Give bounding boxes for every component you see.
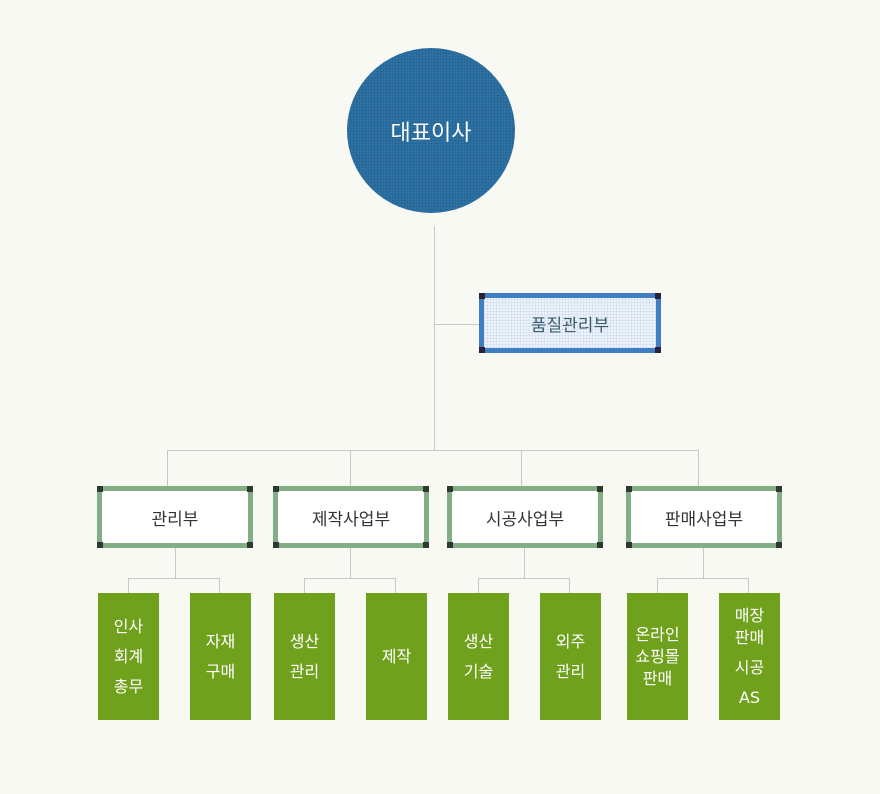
corner-marker: [97, 486, 103, 492]
team-line: 판매: [642, 668, 673, 688]
corner-marker: [776, 542, 782, 548]
department-label: 시공사업부: [485, 509, 565, 530]
team-line: 생산: [463, 631, 494, 651]
corner-marker: [479, 293, 485, 299]
team-box: 인사 회계 총무: [98, 593, 159, 720]
department-sales-business: 판매사업부: [626, 486, 782, 548]
ceo-node: 대표이사: [347, 48, 515, 213]
team-box: 제작: [366, 593, 427, 720]
department-label: 제작사업부: [311, 509, 391, 530]
team-line: 관리: [555, 661, 586, 681]
corner-marker: [655, 293, 661, 299]
corner-marker: [626, 486, 632, 492]
department-production-business: 제작사업부: [273, 486, 429, 548]
quality-management-label: 품질관리부: [530, 315, 610, 336]
corner-marker: [597, 542, 603, 548]
corner-marker: [479, 347, 485, 353]
team-line: 외주: [555, 631, 586, 651]
corner-marker: [247, 542, 253, 548]
department-admin: 관리부: [97, 486, 253, 548]
team-line: 총무: [113, 676, 144, 696]
team-line: 회계: [113, 646, 144, 666]
corner-marker: [273, 486, 279, 492]
corner-marker: [447, 542, 453, 548]
team-line: 온라인: [635, 624, 680, 644]
corner-marker: [423, 542, 429, 548]
team-line: 쇼핑몰: [635, 646, 680, 666]
team-box: 온라인 쇼핑몰 판매: [627, 593, 688, 720]
team-box: 자재 구매: [190, 593, 251, 720]
corner-marker: [776, 486, 782, 492]
team-box: 생산 기술: [448, 593, 509, 720]
team-line: 제작: [381, 646, 412, 666]
corner-marker: [273, 542, 279, 548]
corner-marker: [423, 486, 429, 492]
team-line: 구매: [205, 661, 236, 681]
corner-marker: [97, 542, 103, 548]
team-box: 외주 관리: [540, 593, 601, 720]
quality-management-node: 품질관리부: [479, 293, 661, 353]
team-line: 자재: [205, 631, 236, 651]
team-line: AS: [738, 687, 761, 707]
team-box: 생산 관리: [274, 593, 335, 720]
team-line: 판매: [734, 627, 765, 647]
corner-marker: [626, 542, 632, 548]
corner-marker: [447, 486, 453, 492]
department-label: 판매사업부: [664, 509, 744, 530]
team-line: 인사: [113, 616, 144, 636]
department-label: 관리부: [151, 509, 199, 530]
corner-marker: [597, 486, 603, 492]
team-line: 기술: [463, 661, 494, 681]
team-line: 생산: [289, 631, 320, 651]
corner-marker: [655, 347, 661, 353]
corner-marker: [247, 486, 253, 492]
team-line: 시공: [734, 657, 765, 677]
team-box: 매장 판매 시공 AS: [719, 593, 780, 720]
ceo-label: 대표이사: [390, 120, 472, 146]
department-construction-business: 시공사업부: [447, 486, 603, 548]
team-line: 매장: [734, 605, 765, 625]
team-line: 관리: [289, 661, 320, 681]
